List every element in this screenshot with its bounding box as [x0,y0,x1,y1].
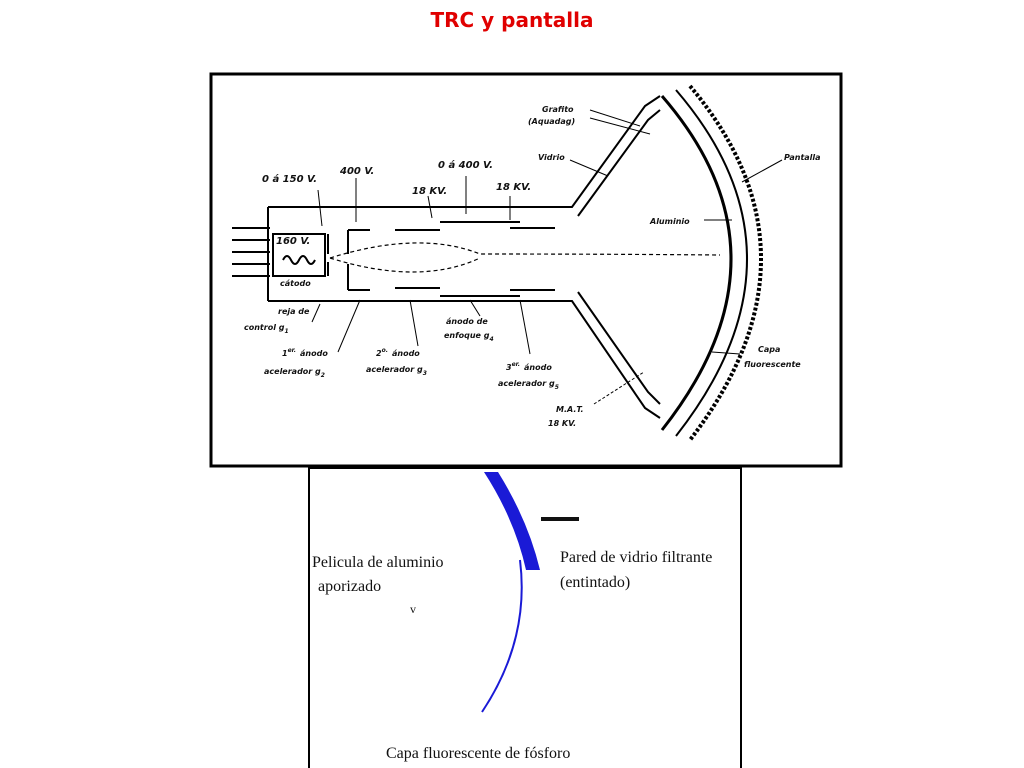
label-capa: Capa [758,345,780,354]
dash-mark [541,517,579,521]
label-acelerador-g3: acelerador g3 [366,365,427,377]
top-diagram-frame [209,72,843,468]
label-reja-de: reja de [278,307,310,316]
label-control: control g1 [244,323,289,335]
label-tercer-anodo: 3er.ánodo [506,361,552,372]
screen-detail-diagram: Pelicula de aluminio aporizado v Pared d… [308,467,742,768]
label-acelerador-g5: acelerador g5 [498,379,559,391]
label-pantalla: Pantalla [784,153,821,162]
label-pelicula-1: Pelicula de aluminio [312,554,444,571]
label-18kv-b: 18 KV. [496,182,531,193]
label-pared-1: Pared de vidrio filtrante [560,549,712,566]
label-0-150v: 0 á 150 V. [262,173,317,185]
label-vidrio: Vidrio [538,153,565,162]
label-v-mark: v [410,602,416,616]
label-400v: 400 V. [339,166,374,177]
label-mat-kv: 18 KV. [548,419,576,428]
label-capa-fosforo: Capa fluorescente de fósforo [386,745,570,762]
page-title: TRC y pantalla [430,8,594,32]
label-aluminio: Aluminio [649,217,690,226]
crt-tube [267,84,763,442]
bottom-diagram-frame [308,467,742,768]
label-0-400v: 0 á 400 V. [438,159,493,171]
crt-labels: Grafito (Aquadag) Vidrio Pantalla Alumin… [244,105,821,428]
label-pared-2: (entintado) [560,574,630,591]
label-grafito: Grafito [542,105,574,114]
label-segundo-anodo: 2o.ánodo [376,347,420,358]
label-catodo: cátodo [280,279,311,288]
label-18kv-a: 18 KV. [412,186,447,197]
glass-wall [484,472,540,570]
label-160v: 160 V. [276,236,310,247]
label-fluorescente: fluorescente [744,360,801,369]
label-primer-anodo: 1er.ánodo [282,347,328,358]
label-mat: M.A.T. [556,405,584,414]
label-acelerador-g2: acelerador g2 [264,367,325,379]
label-pelicula-2: aporizado [318,578,381,595]
label-aquadag: (Aquadag) [528,117,575,126]
label-enfoque-g4: enfoque g4 [444,331,494,343]
label-anodo-de: ánodo de [446,317,488,326]
electron-gun [232,109,783,405]
phosphor-curve [481,559,523,713]
